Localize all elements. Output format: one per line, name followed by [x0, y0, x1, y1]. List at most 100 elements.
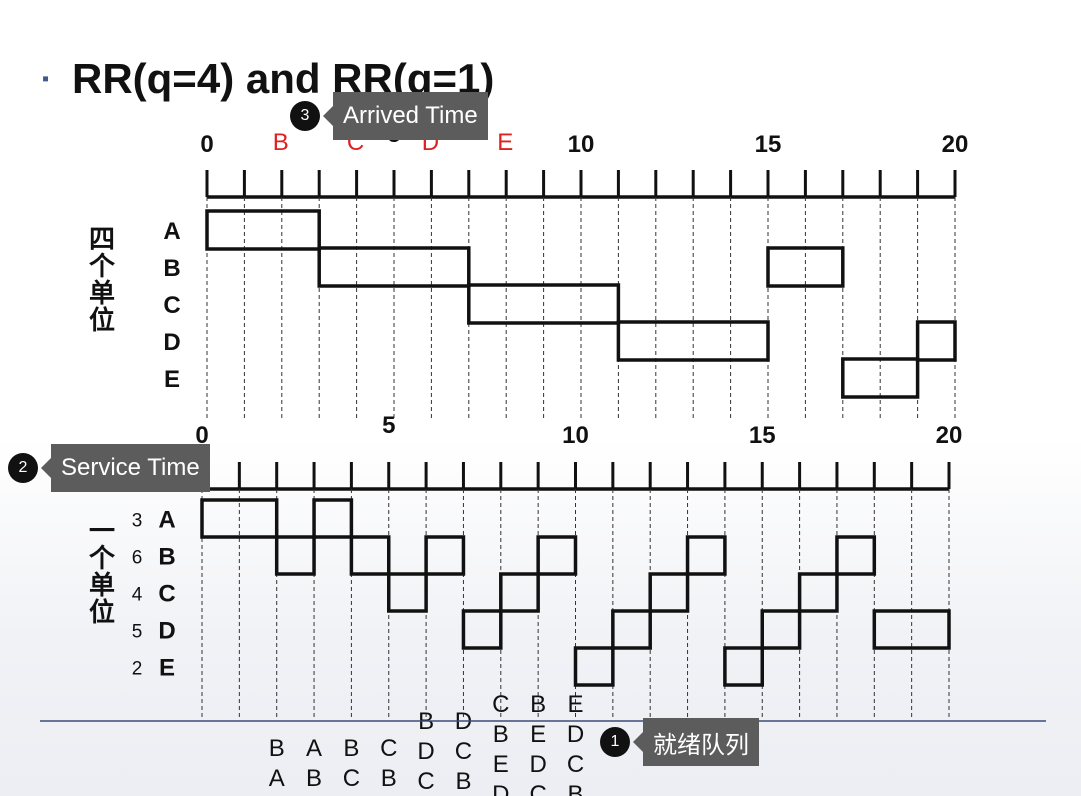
callout-arrow — [633, 732, 643, 752]
service-time-label: 4 — [132, 585, 143, 606]
side-label-char: 单 — [89, 570, 115, 600]
side-label-char: 四 — [89, 224, 115, 254]
service-time-label: 3 — [132, 511, 143, 532]
process-label: B — [158, 544, 175, 571]
ready-queue-item: B — [530, 691, 546, 718]
gantt-bar-c — [499, 572, 540, 613]
process-label: E — [164, 366, 180, 393]
gantt-bar-b — [349, 535, 391, 576]
gantt-bar-b — [274, 535, 316, 576]
callout-text: Arrived Time — [333, 92, 488, 140]
process-label: D — [158, 618, 175, 645]
axis-tick-label: 20 — [942, 131, 969, 158]
axis-tick-label: 15 — [749, 422, 776, 449]
ready-queue-item: C — [417, 768, 434, 795]
arrived-time-callout: 3 Arrived Time — [290, 92, 488, 140]
ready-queue-item: C — [567, 751, 584, 778]
ready-queue-item: D — [529, 751, 546, 778]
bottom-side-label: 一个单位 — [89, 516, 116, 627]
gantt-bar-d — [461, 609, 503, 650]
axis-tick-label: 20 — [936, 422, 963, 449]
ready-queue-item: B — [567, 781, 583, 796]
arrival-label: E — [497, 129, 513, 156]
service-time-label: 6 — [132, 548, 143, 569]
gantt-bar-d — [616, 320, 770, 362]
side-label-char: 个 — [89, 251, 116, 281]
process-label: E — [159, 655, 175, 682]
ready-queue-item: B — [493, 721, 509, 748]
gantt-bar-a — [205, 209, 321, 251]
service-time-label: 5 — [132, 622, 143, 643]
ready-queue-callout: 1 就绪队列 — [600, 718, 759, 766]
ready-queue-item: D — [417, 738, 434, 765]
top-side-label: 四个单位 — [89, 224, 116, 335]
process-label: D — [163, 329, 180, 356]
ready-queue-item: B — [455, 768, 471, 795]
gantt-bar-c — [648, 572, 690, 613]
gantt-bar-b — [685, 535, 727, 576]
gantt-bar-c — [797, 572, 839, 613]
callout-number: 2 — [8, 453, 38, 483]
callout-arrow — [41, 458, 51, 478]
callout-text: Service Time — [51, 444, 210, 492]
arrival-label: B — [273, 129, 289, 156]
gantt-bar-a — [200, 498, 279, 539]
gantt-bar-b — [317, 246, 471, 288]
side-label-char: 位 — [89, 597, 115, 627]
ready-queue-item: C — [529, 781, 546, 796]
gantt-bar-d — [611, 609, 652, 650]
service-time-label: 2 — [132, 659, 143, 680]
process-label: B — [163, 255, 180, 282]
ready-queue-item: E — [493, 751, 509, 778]
gantt-bar-b — [536, 535, 578, 576]
gantt-bar-d — [915, 320, 957, 362]
title-bullet: ▪ — [42, 68, 49, 90]
axis-tick-label: 5 — [382, 412, 395, 439]
gantt-bar-e — [841, 357, 920, 399]
callout-number: 1 — [600, 727, 630, 757]
gantt-bar-d — [872, 609, 951, 650]
service-time-callout: 2 Service Time — [8, 444, 210, 492]
gantt-bar-e — [573, 646, 615, 687]
ready-queue-item: D — [567, 721, 584, 748]
ready-queue-item: C — [343, 765, 360, 792]
callout-text: 就绪队列 — [643, 718, 759, 766]
gantt-bar-b — [424, 535, 466, 576]
gantt-bar-e — [723, 646, 765, 687]
side-label-char: 一 — [89, 516, 115, 546]
ready-queue-item: A — [269, 765, 285, 792]
ready-queue-item: C — [492, 691, 509, 718]
callout-arrow — [323, 106, 333, 126]
gantt-bar-b — [835, 535, 877, 576]
ready-queue-item: B — [381, 765, 397, 792]
gantt-bar-c — [387, 572, 428, 613]
side-label-char: 位 — [89, 305, 115, 335]
ready-queue-item: C — [455, 738, 472, 765]
ready-queue-item: B — [269, 735, 285, 762]
ready-queue-item: E — [530, 721, 546, 748]
gantt-bar-c — [467, 283, 621, 325]
axis-tick-label: 15 — [755, 131, 782, 158]
axis-tick-label: 10 — [568, 131, 595, 158]
side-label-char: 个 — [89, 543, 116, 573]
gantt-bar-b — [766, 246, 845, 288]
gantt-bar-d — [760, 609, 802, 650]
process-label: A — [158, 507, 175, 534]
top-gantt-chart: 05101520ABCDEBCDE — [163, 121, 968, 420]
side-label-char: 单 — [89, 278, 115, 308]
ready-queue-item: D — [492, 781, 509, 796]
axis-tick-label: 0 — [195, 422, 208, 449]
ready-queue-item: E — [567, 691, 583, 718]
ready-queue-item: C — [380, 735, 397, 762]
process-label: A — [163, 218, 180, 245]
ready-queue-item: B — [343, 735, 359, 762]
gantt-bar-a — [312, 498, 354, 539]
process-label: C — [158, 581, 175, 608]
ready-queue-item: B — [306, 765, 322, 792]
callout-number: 3 — [290, 101, 320, 131]
process-label: C — [163, 292, 180, 319]
ready-queue-item: A — [306, 735, 322, 762]
axis-tick-label: 10 — [562, 422, 589, 449]
